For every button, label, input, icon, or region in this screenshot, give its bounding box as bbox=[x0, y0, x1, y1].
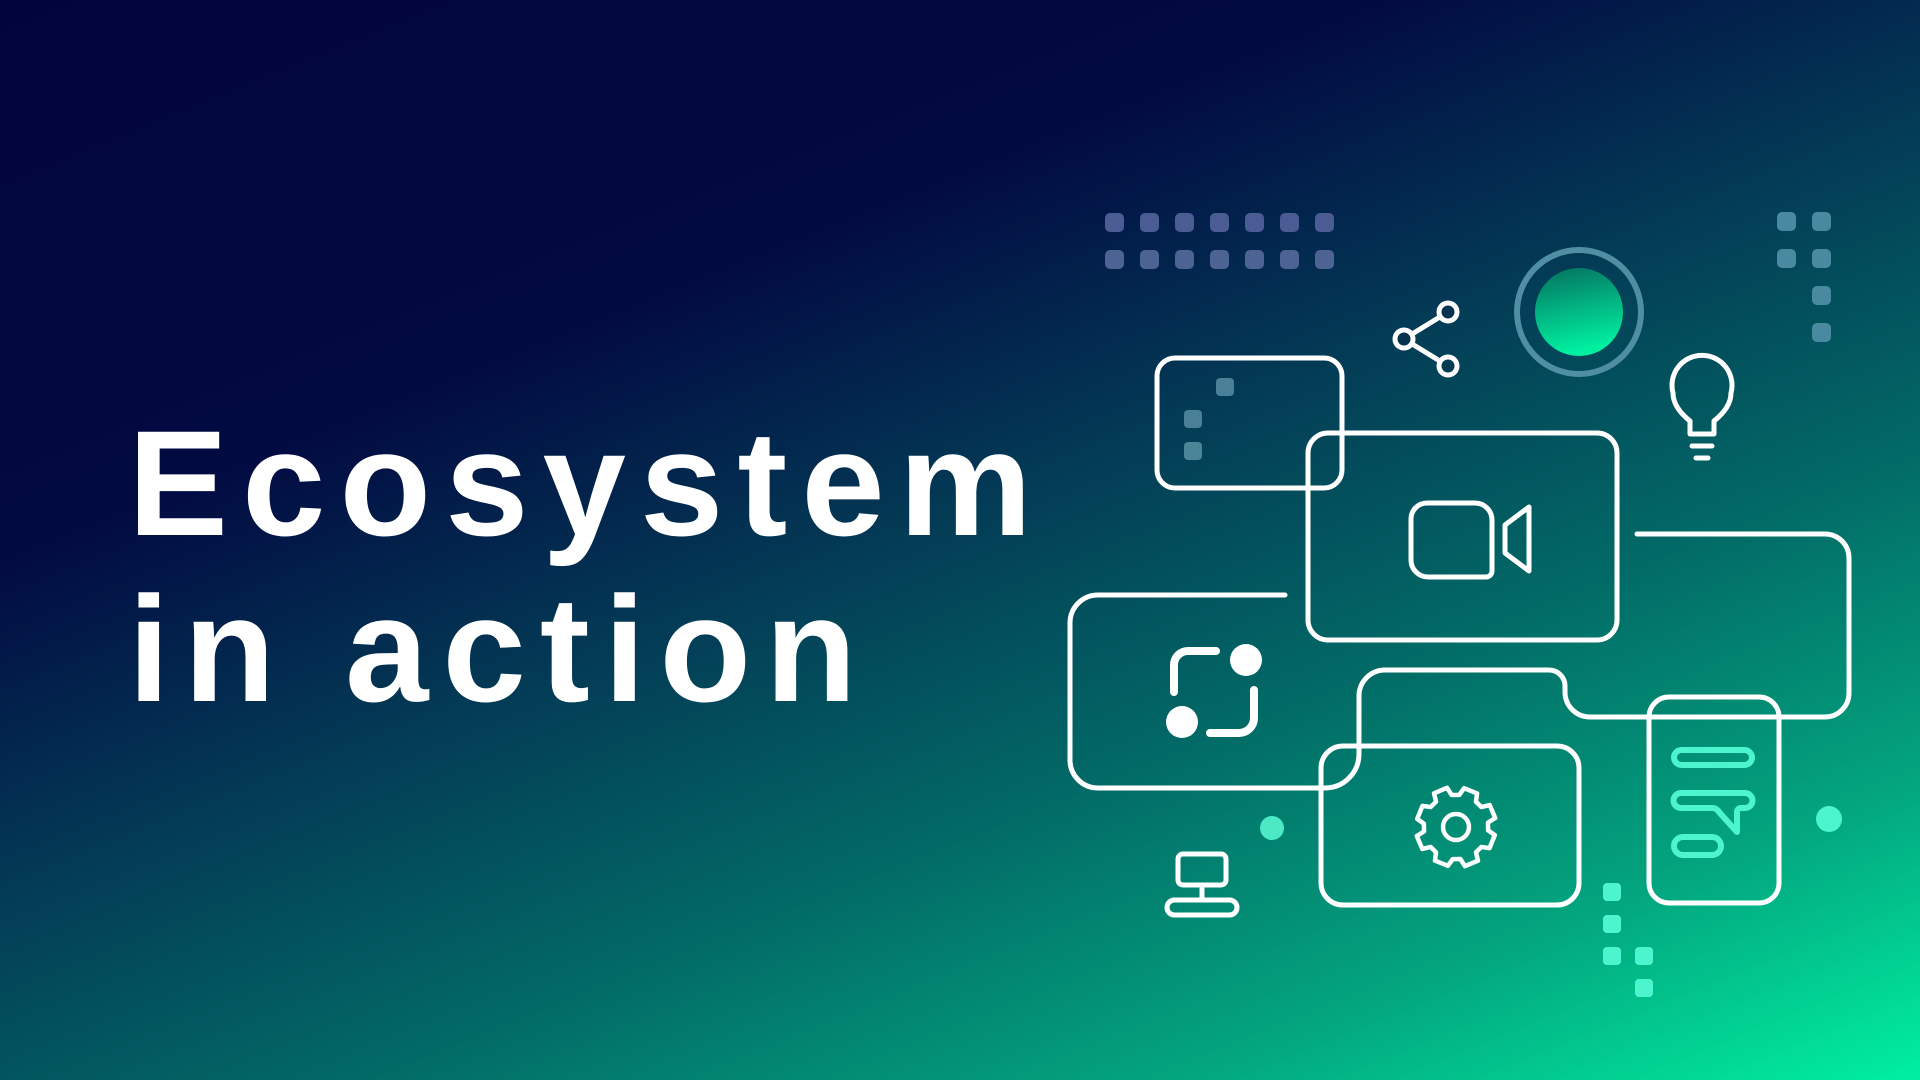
headline-line-1: Ecosystem bbox=[128, 399, 1047, 567]
scan-connect-icon bbox=[1166, 644, 1262, 738]
gear-icon bbox=[1414, 785, 1498, 869]
dot-grid-bottom bbox=[1603, 883, 1653, 997]
headline-line-2: in action bbox=[128, 565, 871, 733]
dot-grid-top bbox=[1105, 213, 1334, 269]
small-window-panel bbox=[1154, 355, 1345, 491]
chat-panel bbox=[1646, 694, 1782, 906]
video-panel bbox=[1305, 430, 1620, 643]
dot-grid-right bbox=[1777, 212, 1831, 342]
record-button-icon bbox=[1514, 247, 1644, 377]
lightbulb-icon bbox=[1669, 352, 1735, 461]
video-camera-icon bbox=[1408, 500, 1532, 580]
connector-paths bbox=[1067, 531, 1852, 791]
gear-panel bbox=[1318, 743, 1582, 908]
chat-messages-icon bbox=[1670, 747, 1756, 858]
accent-dots bbox=[1260, 806, 1842, 840]
headline: Ecosystem in action bbox=[128, 400, 1046, 732]
share-icon bbox=[1392, 300, 1460, 378]
computer-network-icon bbox=[1164, 851, 1240, 918]
